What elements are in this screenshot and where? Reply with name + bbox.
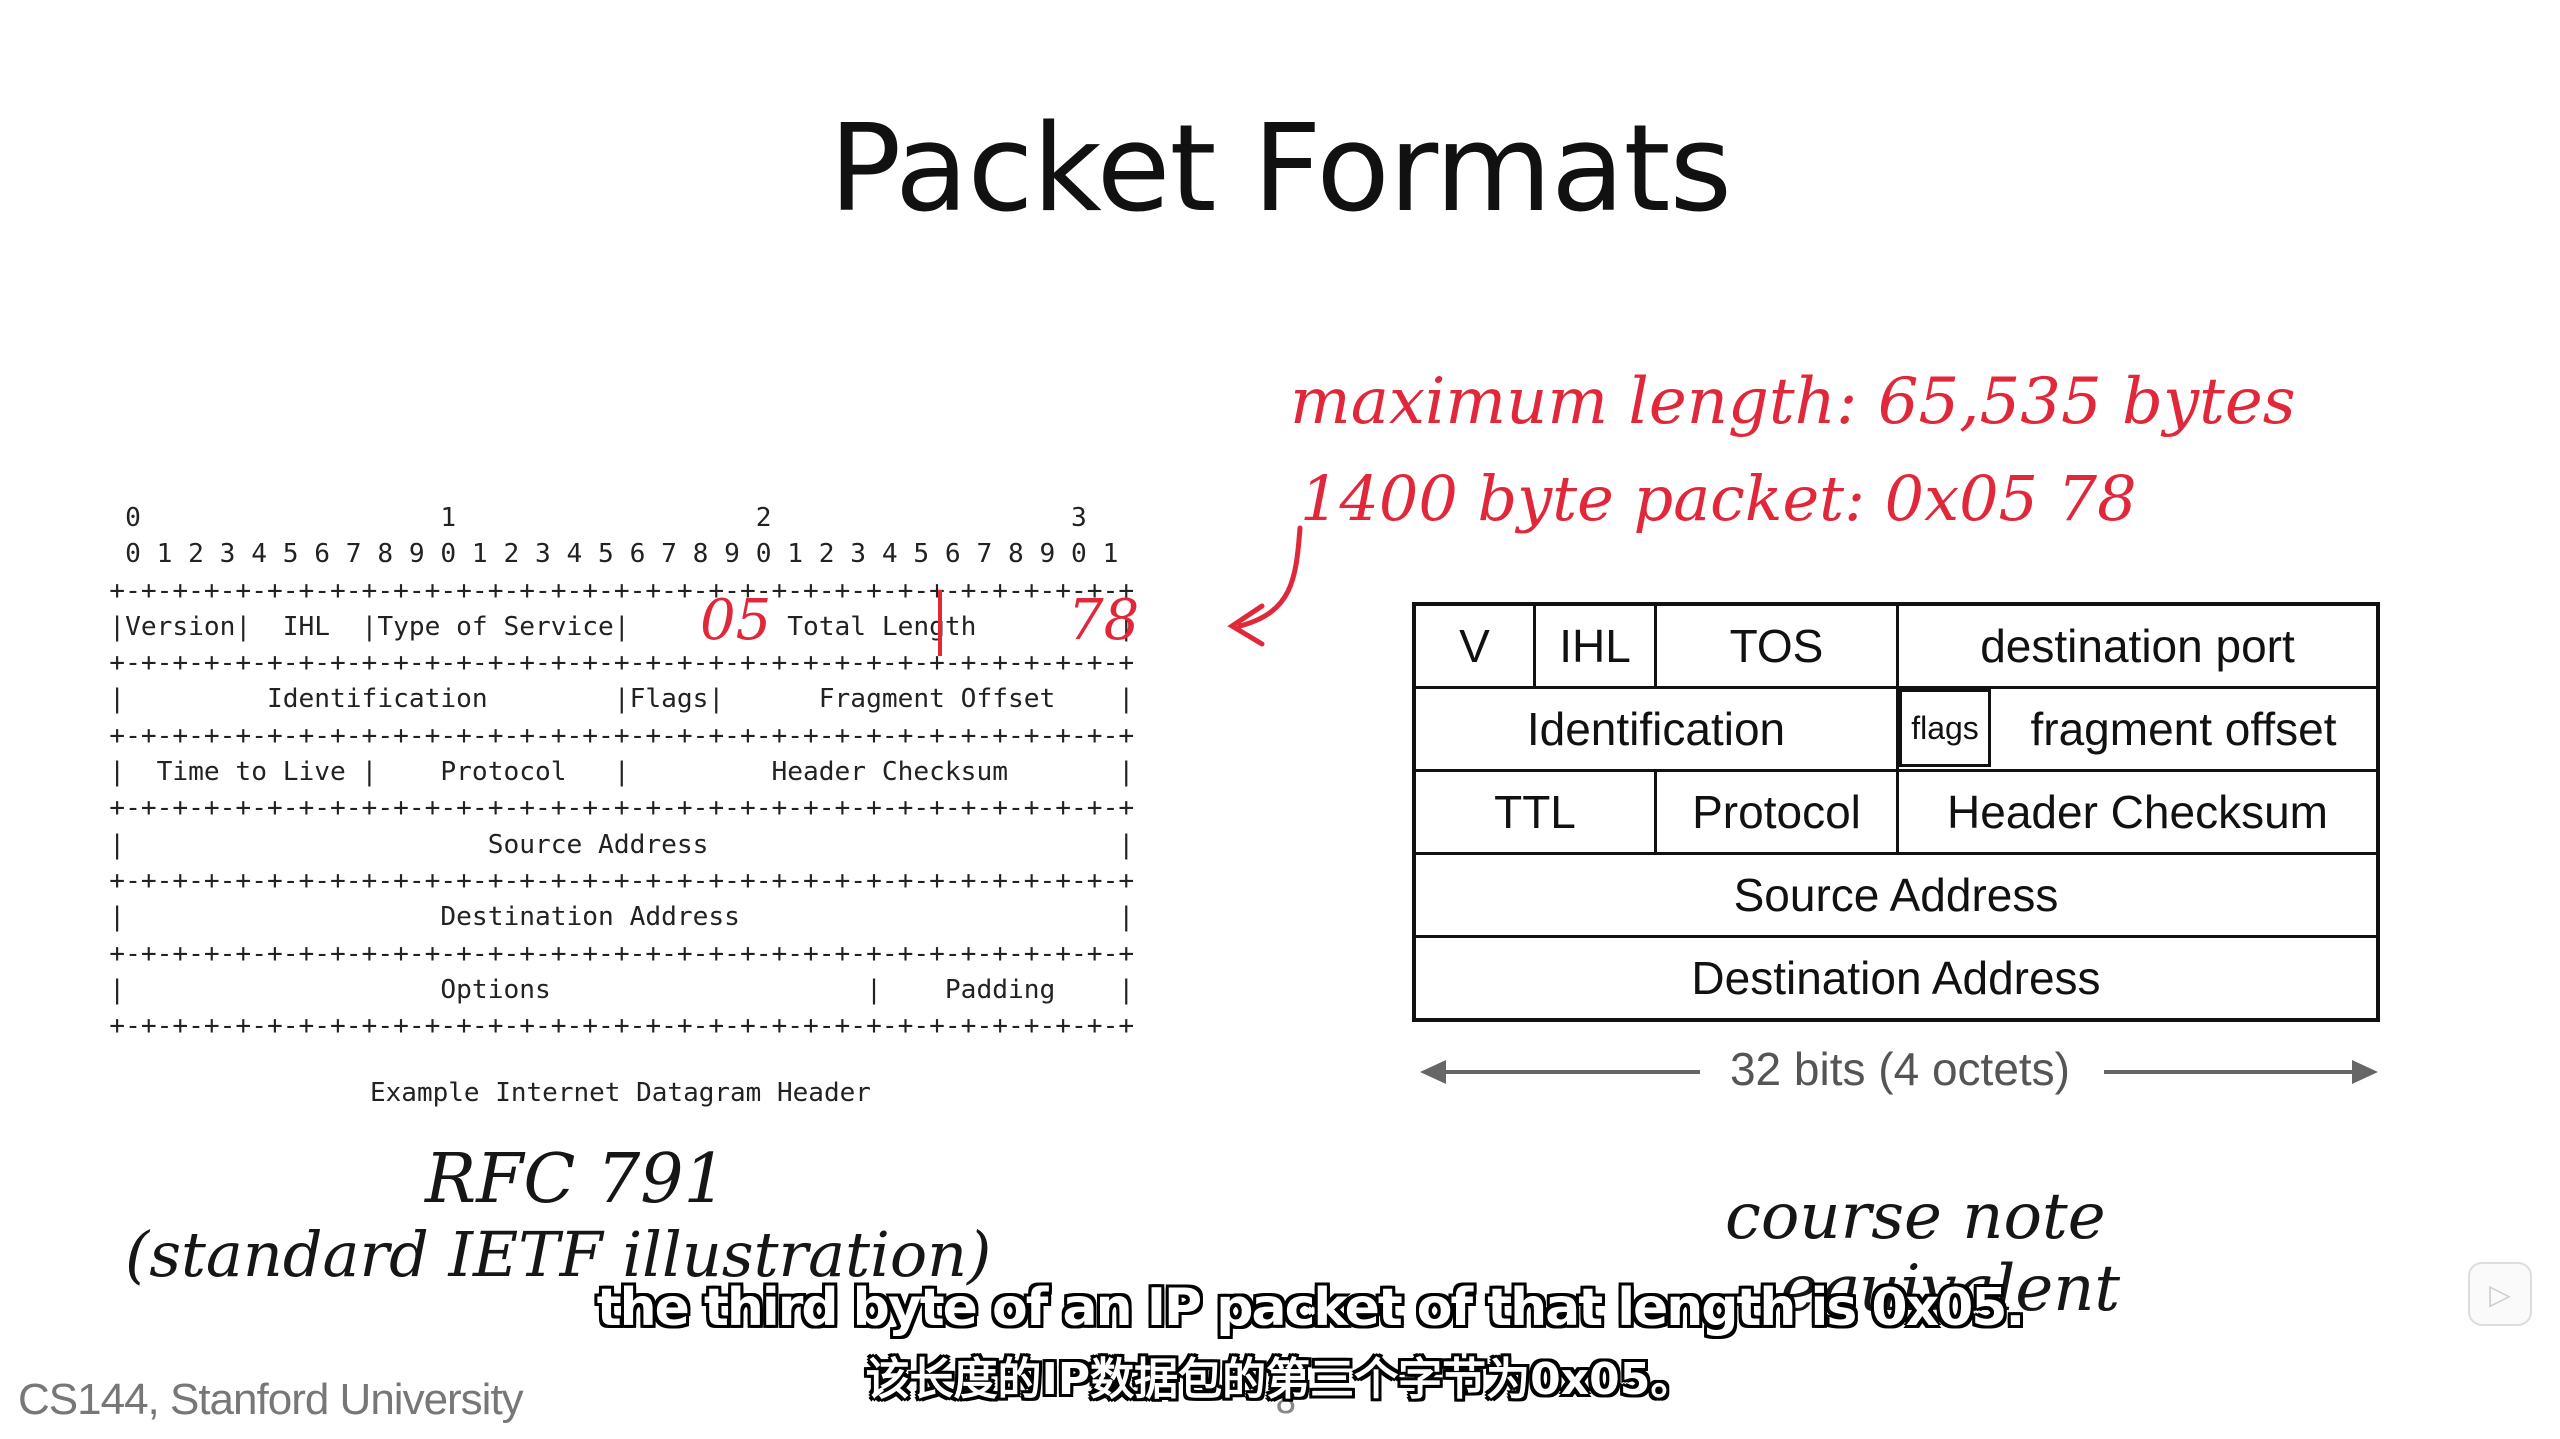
header-row-3: TTL Protocol Header Checksum — [1416, 772, 2376, 855]
field-ttl: TTL — [1416, 772, 1657, 852]
field-protocol: Protocol — [1657, 772, 1899, 852]
field-flags: flags — [1899, 689, 1991, 767]
field-source-address: Source Address — [1733, 869, 2059, 921]
rfc-diagram-caption: Example Internet Datagram Header — [370, 1078, 871, 1108]
subtitle-english: the third byte of an IP packet of that l… — [596, 1278, 2025, 1338]
rfc-diagram-row: | Time to Live | Protocol | Header Check… — [62, 757, 1135, 788]
field-destination-port: destination port — [1980, 620, 2295, 672]
header-row-4: Source Address — [1416, 855, 2376, 938]
field-header-checksum: Header Checksum — [1947, 786, 2328, 838]
field-tos: TOS — [1657, 606, 1899, 686]
page-number: 8 — [1275, 1382, 1297, 1422]
header-row-2: Identification flags fragment offset — [1416, 689, 2376, 772]
play-button[interactable]: ▷ — [2468, 1262, 2532, 1326]
rfc-diagram-row: | Destination Address | — [62, 902, 1135, 933]
annotation-equivalent: equivalent — [1780, 1252, 2121, 1326]
field-identification: Identification — [1416, 689, 1899, 769]
rfc-diagram-row: | Source Address | — [62, 829, 1135, 860]
rfc-diagram-row: +-+-+-+-+-+-+-+-+-+-+-+-+-+-+-+-+-+-+-+-… — [62, 648, 1135, 679]
field-destination-address: Destination Address — [1691, 952, 2101, 1004]
field-ihl: IHL — [1536, 606, 1657, 686]
field-version: V — [1416, 606, 1536, 686]
annotation-rfc-791: RFC 791 — [425, 1140, 727, 1219]
annotation-standard-ietf: (standard IETF illustration) — [125, 1218, 992, 1291]
rfc-bit-number-row: 0 1 2 3 — [62, 503, 1087, 533]
field-fragment-offset: fragment offset — [2030, 703, 2337, 755]
header-row-5: Destination Address — [1416, 938, 2376, 1018]
annotation-1400-byte-packet: 1400 byte packet: 0x05 78 — [1300, 462, 2137, 535]
width-arrowhead-right — [2352, 1060, 2378, 1084]
annotation-byte-78: 78 — [1068, 588, 1140, 653]
width-label: 32 bits (4 octets) — [1729, 1043, 2071, 1095]
rfc-header-diagram: 0 1 2 3 0 1 2 3 4 5 6 7 8 9 0 1 2 3 4 5 … — [62, 500, 1134, 1044]
rfc-diagram-row: +-+-+-+-+-+-+-+-+-+-+-+-+-+-+-+-+-+-+-+-… — [62, 575, 1135, 606]
rfc-diagram-row: +-+-+-+-+-+-+-+-+-+-+-+-+-+-+-+-+-+-+-+-… — [62, 720, 1135, 751]
rfc-diagram-row: +-+-+-+-+-+-+-+-+-+-+-+-+-+-+-+-+-+-+-+-… — [62, 793, 1135, 824]
rfc-diagram-row: |Version| IHL |Type of Service| Total Le… — [62, 611, 1135, 642]
rfc-diagram-row: | Identification |Flags| Fragment Offset… — [62, 684, 1135, 715]
course-header-diagram: V IHL TOS destination port Identificatio… — [1412, 602, 2380, 1022]
rfc-diagram-row: +-+-+-+-+-+-+-+-+-+-+-+-+-+-+-+-+-+-+-+-… — [62, 938, 1135, 969]
slide-title: Packet Formats — [828, 100, 1732, 239]
annotation-max-length: maximum length: 65,535 bytes — [1290, 365, 2296, 439]
annotation-course-note: course note — [1725, 1180, 2106, 1254]
annotation-arrow — [1227, 525, 1303, 647]
play-icon: ▷ — [2489, 1277, 2511, 1311]
width-arrowhead-left — [1420, 1060, 1446, 1084]
header-row-1: V IHL TOS destination port — [1416, 606, 2376, 689]
slide-footer: CS144, Stanford University — [18, 1375, 524, 1424]
subtitle-chinese: 该长度的IP数据包的第三个字节为0x05。 — [865, 1354, 1695, 1405]
rfc-bit-number-row: 0 1 2 3 4 5 6 7 8 9 0 1 2 3 4 5 6 7 8 9 … — [62, 539, 1119, 570]
rfc-diagram-row: | Options | Padding | — [62, 974, 1135, 1005]
rfc-diagram-row: +-+-+-+-+-+-+-+-+-+-+-+-+-+-+-+-+-+-+-+-… — [62, 1011, 1135, 1042]
rfc-diagram-row: +-+-+-+-+-+-+-+-+-+-+-+-+-+-+-+-+-+-+-+-… — [62, 865, 1135, 896]
annotation-byte-05: 05 — [700, 588, 772, 653]
